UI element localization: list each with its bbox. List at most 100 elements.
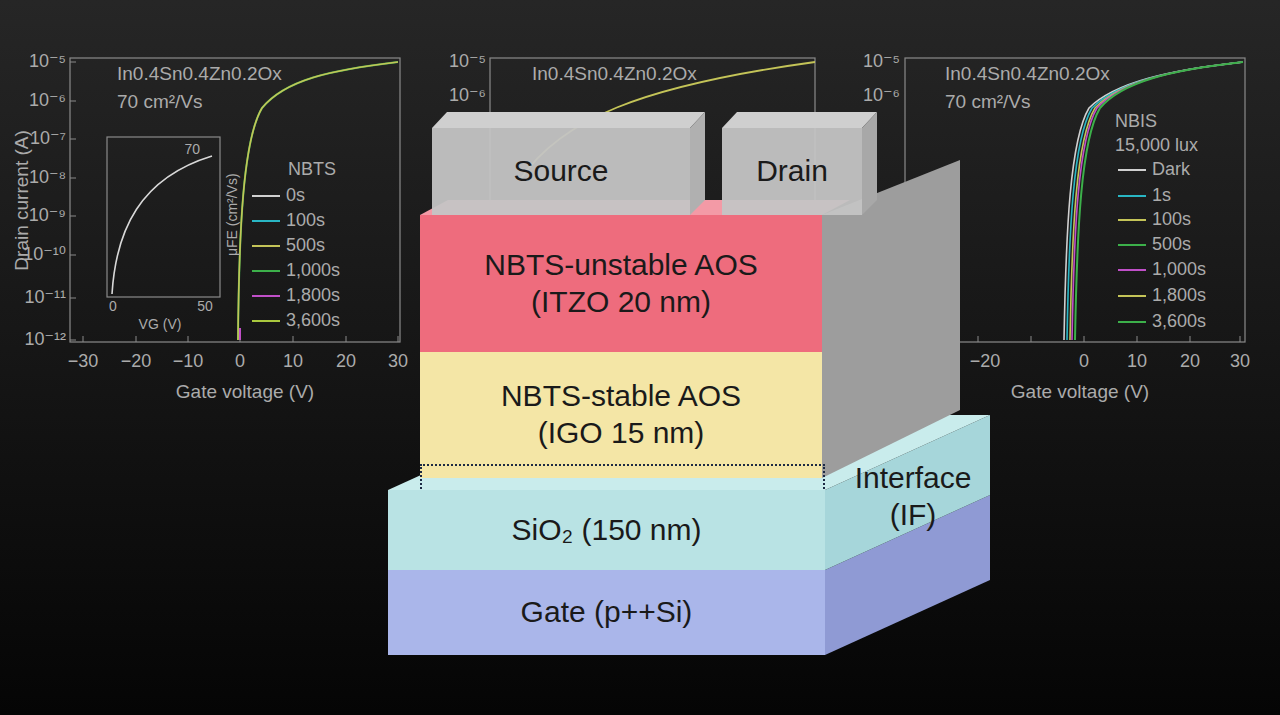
axis-text: 10⁻⁶ <box>449 86 486 106</box>
axis-text: −20 <box>121 352 152 372</box>
layer-label: Source <box>513 153 608 190</box>
legend-entry: 1s <box>1118 186 1171 206</box>
legend-entry: 1,000s <box>1118 260 1206 280</box>
legend-line <box>1118 195 1146 197</box>
legend-text: 100s <box>1152 210 1191 230</box>
axis-text: NBTS <box>288 160 336 180</box>
transfer-curve <box>1075 62 1243 340</box>
source-top <box>432 112 705 128</box>
axis-text: In0.4Sn0.4Zn0.2Ox <box>532 64 697 85</box>
axis-text: 10⁻⁸ <box>29 168 66 188</box>
layer-label: SiO₂ (150 nm) <box>511 512 701 549</box>
legend-line <box>252 316 286 326</box>
legend-line <box>252 245 280 247</box>
axis-text: 50 <box>197 299 213 314</box>
legend-line <box>252 295 280 297</box>
transfer-curve <box>1067 62 1243 340</box>
legend-text: 3,600s <box>286 311 340 331</box>
axis-text: 10⁻⁶ <box>29 91 66 111</box>
mobility-curve <box>112 156 212 294</box>
legend-text: 500s <box>1152 235 1191 255</box>
legend-line <box>1118 240 1152 250</box>
legend-entry: 1,800s <box>252 286 340 306</box>
legend-line <box>252 241 286 251</box>
axis-text: 0 <box>235 352 245 372</box>
axis-text: Gate voltage (V) <box>176 382 314 403</box>
axis-text: Gate voltage (V) <box>1011 382 1149 403</box>
drain-electrode: Drain <box>722 128 862 215</box>
layer-label: Drain <box>756 153 828 190</box>
axis-text: μFE (cm²/Vs) <box>224 174 239 257</box>
legend-line <box>1118 165 1152 175</box>
legend-text: Dark <box>1152 160 1190 180</box>
inset-frame <box>107 137 220 297</box>
axis-text: 0 <box>1079 352 1089 372</box>
transfer-curve <box>239 328 241 340</box>
legend-line <box>252 220 280 222</box>
legend-text: 1s <box>1152 186 1171 206</box>
drain-side <box>862 112 877 215</box>
legend-text: 3,600s <box>1152 312 1206 332</box>
axis-text: 15,000 lux <box>1115 136 1198 156</box>
axis-text: In0.4Sn0.4Zn0.2Ox <box>945 64 1110 85</box>
tick-marks <box>70 62 76 340</box>
axis-text: 10⁻¹² <box>24 330 66 350</box>
tick-marks <box>978 336 1240 342</box>
legend-line <box>252 291 286 301</box>
legend-line <box>1118 244 1146 246</box>
legend-line <box>1118 169 1146 171</box>
axis-text: 10⁻⁹ <box>29 206 66 226</box>
axis-text: Drain current (A) <box>12 130 33 270</box>
transfer-curve <box>238 62 398 340</box>
axis-text: 30 <box>1230 352 1250 372</box>
legend-entry: 500s <box>1118 235 1191 255</box>
legend-line <box>1118 291 1152 301</box>
drain-top <box>722 112 877 128</box>
layer-label: Gate (p++Si) <box>521 594 693 631</box>
legend-text: 100s <box>286 211 325 231</box>
legend-line <box>1118 295 1146 297</box>
legend-line <box>252 216 286 226</box>
axis-text: 10⁻⁵ <box>449 52 486 72</box>
legend-line <box>1118 321 1146 323</box>
axis-text: NBIS <box>1115 112 1157 132</box>
axis-text: 70 <box>184 142 200 157</box>
legend-line <box>252 320 280 322</box>
axis-text: 10⁻⁵ <box>863 52 900 72</box>
legend-line <box>1118 317 1152 327</box>
legend-entry: 500s <box>252 236 325 256</box>
axis-text: 10 <box>283 352 303 372</box>
sio2-layer: SiO₂ (150 nm) <box>388 490 825 570</box>
legend-line <box>1118 269 1146 271</box>
axis-text: VG (V) <box>139 317 182 332</box>
legend-text: 0s <box>286 186 305 206</box>
axis-text: 10⁻⁶ <box>863 86 900 106</box>
transfer-curve <box>1064 62 1243 340</box>
layer-label: (ITZO 20 nm) <box>531 284 711 321</box>
legend-entry: Dark <box>1118 160 1190 180</box>
legend-line <box>1118 219 1146 221</box>
legend-line <box>1118 265 1152 275</box>
axis-text: 10⁻⁵ <box>29 52 66 72</box>
source-electrode: Source <box>432 128 690 215</box>
legend-line <box>1118 215 1152 225</box>
axis-text: 20 <box>1180 352 1200 372</box>
legend-entry: 1,800s <box>1118 286 1206 306</box>
itzo-layer: NBTS-unstable AOS(ITZO 20 nm) <box>420 215 822 352</box>
legend-line <box>252 191 286 201</box>
axis-text: 10 <box>1127 352 1147 372</box>
axis-text: 70 cm²/Vs <box>945 92 1031 113</box>
axis-text: 70 cm²/Vs <box>117 92 203 113</box>
layer-label: NBTS-unstable AOS <box>484 247 757 284</box>
legend-line <box>1118 191 1152 201</box>
transfer-curve <box>1070 62 1243 340</box>
legend-line <box>252 270 280 272</box>
legend-entry: 100s <box>252 211 325 231</box>
legend-entry: 3,600s <box>252 311 340 331</box>
igo-layer: NBTS-stable AOS(IGO 15 nm) <box>420 352 822 478</box>
legend-entry: 0s <box>252 186 305 206</box>
axis-text: −20 <box>970 352 1001 372</box>
legend-text: 1,000s <box>1152 260 1206 280</box>
axis-text: −10 <box>173 352 204 372</box>
axis-text: 10⁻¹¹ <box>24 288 66 308</box>
